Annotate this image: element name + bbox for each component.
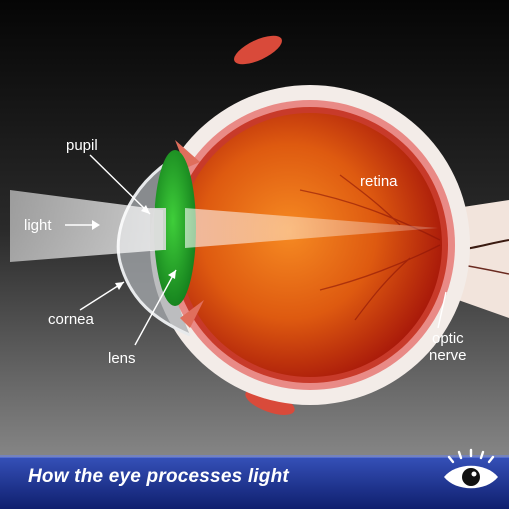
pupil-opening: [150, 208, 166, 250]
label-optic-line1: optic: [432, 330, 464, 347]
label-retina: retina: [360, 173, 398, 190]
diagram-caption: How the eye processes light: [28, 466, 289, 488]
caption-bar-highlight: [0, 455, 509, 458]
eye-logo-icon: [440, 448, 502, 494]
label-light: light: [24, 217, 52, 234]
label-lens: lens: [108, 350, 136, 367]
label-cornea: cornea: [48, 311, 95, 328]
label-pupil: pupil: [66, 137, 98, 154]
label-optic-line2: nerve: [429, 347, 467, 364]
